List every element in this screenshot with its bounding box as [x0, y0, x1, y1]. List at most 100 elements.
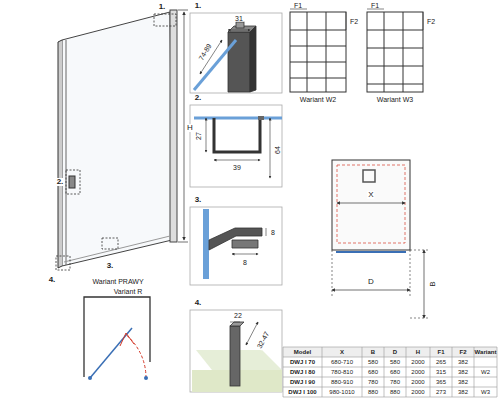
dimension-label: H	[186, 124, 194, 132]
dimension-label: 31	[234, 15, 244, 22]
callout-box	[56, 14, 176, 270]
tile-frame	[367, 12, 423, 92]
dimension-label: F1	[371, 1, 379, 8]
table-cell: 315	[436, 369, 446, 375]
dimension-label: F2	[350, 18, 358, 25]
tile-line	[290, 30, 346, 31]
tile-line	[290, 78, 346, 79]
dimension-label: 74-89	[197, 42, 213, 63]
table-cell: 382	[458, 379, 468, 385]
callout-number: 3.	[195, 196, 202, 204]
table-cell: 680	[368, 369, 378, 375]
table-rule	[452, 347, 453, 397]
table-rule	[497, 347, 498, 397]
table-cell: 780	[368, 379, 378, 385]
dimension-label: 27	[195, 131, 202, 141]
tile-line	[290, 46, 346, 47]
table-cell: 580	[390, 359, 400, 365]
table-header-cell: H	[416, 349, 420, 355]
shower-plan	[332, 160, 428, 318]
table-rule	[322, 347, 323, 397]
table-cell: 880	[390, 389, 400, 395]
table-cell: W3	[481, 389, 490, 395]
table-cell: 382	[458, 389, 468, 395]
dimension-label: 64	[274, 145, 281, 155]
tile-line	[290, 62, 346, 63]
callout-number: 1.	[159, 3, 166, 11]
table-cell: 680	[390, 369, 400, 375]
table-cell: 780	[390, 379, 400, 385]
tile-line	[326, 12, 327, 92]
table-cell: 273	[436, 389, 446, 395]
callout-number: 2.	[195, 94, 202, 102]
tile-line	[403, 12, 404, 92]
table-rule	[283, 347, 284, 397]
detail-2	[194, 118, 282, 178]
callout-number: 3.	[106, 262, 115, 270]
tile-pattern	[290, 12, 423, 92]
tile-line	[367, 66, 423, 67]
table-rule	[283, 347, 497, 348]
callout-number: 2.	[56, 178, 65, 186]
table-rule	[384, 347, 385, 397]
table-header	[283, 347, 497, 357]
dimension-label: D	[367, 278, 375, 286]
variant-label: Variant R	[114, 288, 143, 295]
table-cell: 365	[436, 379, 446, 385]
variant-label: Wariant W2	[300, 96, 336, 103]
table-rule	[283, 397, 497, 398]
table-header-cell: F2	[459, 349, 466, 355]
callout-number: 4.	[195, 299, 202, 307]
table-header-cell: Wariant	[475, 349, 497, 355]
table-header-cell: F1	[437, 349, 444, 355]
table-cell: 2000	[411, 359, 424, 365]
table-cell: 265	[436, 359, 446, 365]
table-cell: DWJ I 90	[290, 379, 315, 385]
spec-table	[283, 347, 497, 397]
tile-line	[367, 30, 423, 31]
door-plan	[84, 297, 150, 380]
table-header-cell: X	[340, 349, 344, 355]
table-cell: 2000	[411, 379, 424, 385]
table-header-cell: Model	[294, 349, 311, 355]
tile-line	[367, 84, 423, 85]
tile-line	[384, 12, 385, 92]
dimension-label: F1	[294, 1, 302, 8]
table-rule	[406, 347, 407, 397]
table-cell: 780-810	[331, 369, 353, 375]
detail-frame	[190, 13, 282, 392]
table-rule	[283, 367, 497, 368]
table-rule	[283, 387, 497, 388]
detail-4	[192, 322, 282, 392]
variant-label: Wariant PRAWY	[92, 278, 143, 285]
dimension-label: 8	[242, 259, 248, 266]
table-cell: 2000	[411, 389, 424, 395]
tile-line	[367, 48, 423, 49]
tile-line	[307, 12, 308, 92]
table-cell: 680-710	[331, 359, 353, 365]
variant-label: Wariant W3	[377, 96, 413, 103]
dimension-line	[290, 9, 423, 30]
table-cell: 880	[368, 389, 378, 395]
dimension-label: 8	[270, 229, 276, 236]
table-header-cell: B	[371, 349, 375, 355]
table-cell: W2	[481, 369, 490, 375]
table-cell: 580	[368, 359, 378, 365]
table-rule	[430, 347, 431, 397]
dimension-label: B	[429, 280, 437, 287]
dimension-label: 32-47	[255, 330, 271, 351]
detail-3	[203, 209, 266, 279]
table-cell: 382	[458, 359, 468, 365]
table-header-cell: D	[393, 349, 397, 355]
door-view	[58, 10, 177, 268]
table-rule	[283, 377, 497, 378]
table-cell: DWJ I 70	[290, 359, 315, 365]
table-cell: DWJ I 80	[290, 369, 315, 375]
table-cell: DWJ I 100	[288, 389, 316, 395]
table-rule	[283, 357, 497, 358]
table-rule	[362, 347, 363, 397]
dimension-label: X	[367, 191, 374, 199]
callout-number: 4.	[48, 276, 57, 284]
